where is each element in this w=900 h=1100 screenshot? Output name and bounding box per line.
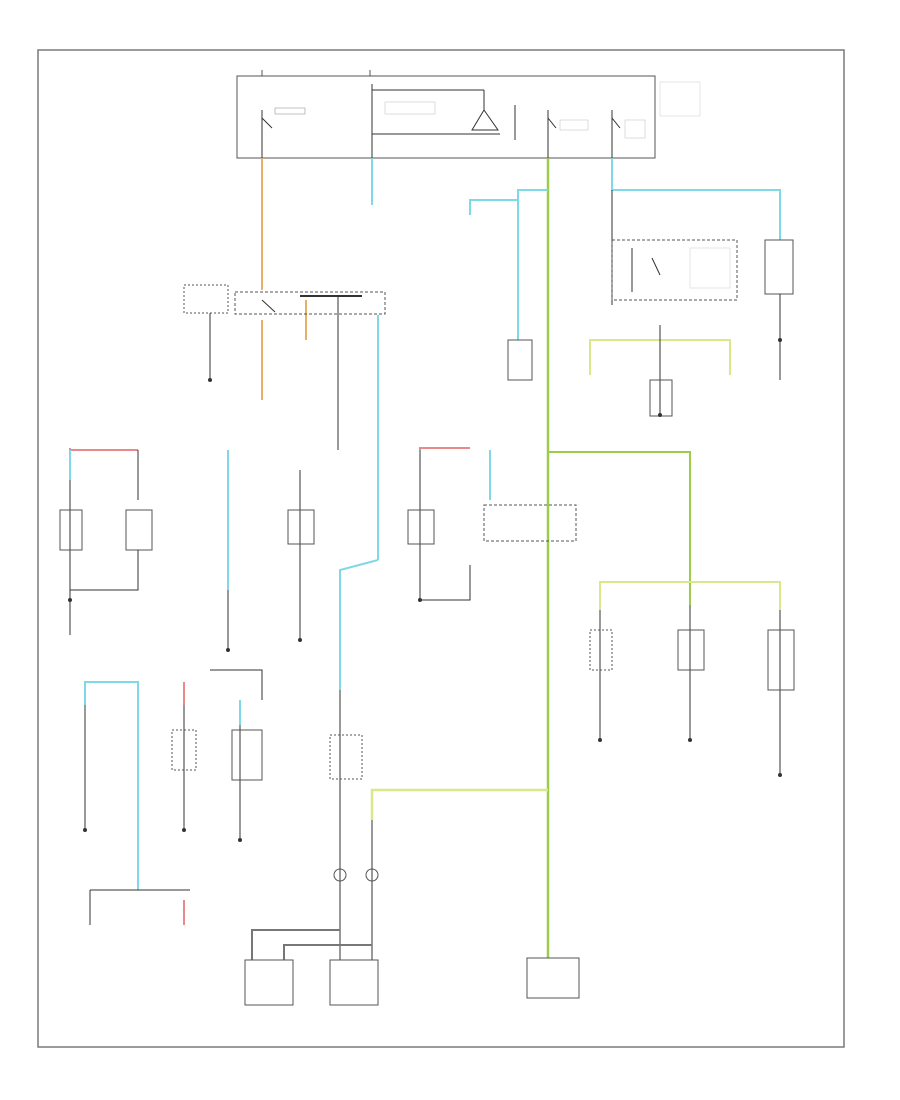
wire-red-left [69,448,138,451]
battery-box [526,957,580,999]
sensor-right-a [589,629,613,671]
motor-left [244,959,294,1006]
wire-cyan-top-left [469,199,518,215]
wire-green-right [548,451,691,605]
wire-red-center [419,447,470,450]
relay-block-right [611,239,794,380]
sensor-center [407,509,435,545]
relay-center [329,734,363,780]
sensor-left-b [125,509,153,551]
module-center [483,504,577,542]
wire-gray-bottom-1 [251,929,340,960]
lamp-right [365,868,379,882]
motor-right [329,959,379,1006]
lamp-left [333,868,347,882]
wire-cyan-center-long [339,559,379,690]
wire-yg-right [599,581,781,610]
wire-cyan-low-left [84,681,139,890]
module-upper [507,339,533,381]
switch-low-b [231,729,263,781]
wire-cyan-module [517,189,548,340]
wire-gray-bottom-2 [283,944,372,960]
top-fuse-box [236,70,701,159]
sensor-right-b [677,629,705,671]
wire-yg-center [370,788,548,820]
ground-points [208,378,662,842]
ignition-switch [183,284,386,450]
diagram-border [37,49,845,1048]
lamp-middle [649,379,673,417]
sensor-mid-a [287,509,315,545]
sensor-left-a [59,509,83,551]
switch-low-a [171,729,197,771]
wire-cyan-right [611,158,781,240]
sensor-right-c [767,629,795,691]
